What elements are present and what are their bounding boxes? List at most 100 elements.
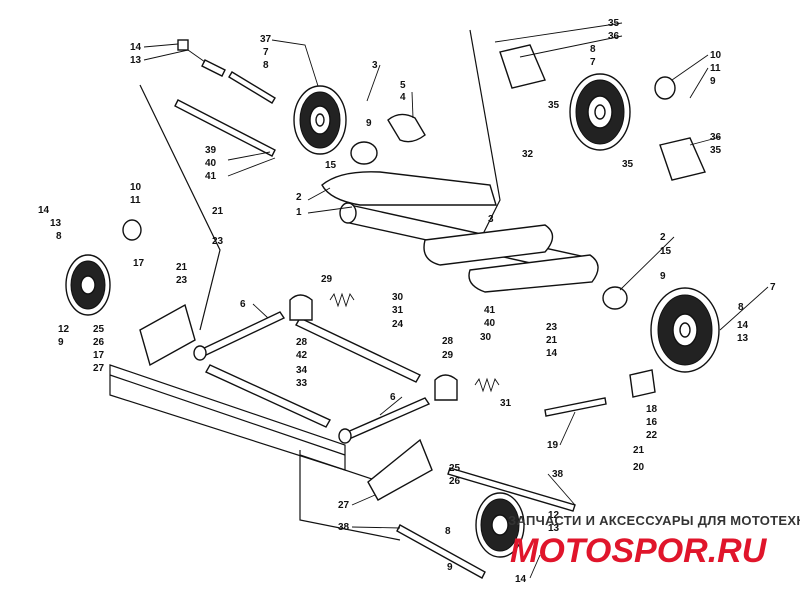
callout: 14 [515,574,527,585]
callout: 15 [660,246,672,257]
lower-wheel [475,492,525,558]
callout: 8 [263,60,269,71]
callout: 14 [546,348,558,359]
callout: 14 [737,320,749,331]
callout: 15 [325,160,337,171]
callout: 7 [770,282,776,293]
callout: 7 [263,47,269,58]
clamp-28-lower [434,374,458,401]
callout: 8 [590,44,596,55]
clamp-28-upper [289,294,313,321]
callout: 8 [56,231,62,242]
bearing-10-left [122,219,142,241]
callout: 3 [488,214,494,225]
callout: 21 [546,335,558,346]
callout: 14 [130,42,142,53]
callout: 28 [296,337,308,348]
callout: 35 [608,18,620,29]
rod-34-33 [205,364,331,428]
callout: 41 [484,305,496,316]
callout: 26 [93,337,105,348]
callout: 23 [176,275,188,286]
bracket-5 [387,113,426,143]
callout: 1 [296,207,302,218]
callout: 39 [205,145,217,156]
spring-29-lower [474,377,500,393]
callout: 20 [633,462,645,473]
callout: 6 [390,392,396,403]
right-mid-wheel [650,287,720,373]
callout: 23 [212,236,224,247]
callout: 14 [38,205,50,216]
callout: 8 [445,526,451,537]
upper-right-wheel [569,73,631,151]
callout: 26 [449,476,461,487]
callout-labels: 14 13 37 7 8 3 5 4 9 15 39 40 41 2 1 10 … [38,18,776,585]
callout: 11 [710,63,721,74]
callout: 9 [710,76,716,87]
arm-plate-2-right [423,224,599,293]
callout: 36 [710,132,722,143]
spacer-15 [350,141,378,165]
sleeve-36-bottom [659,137,706,181]
callout: 21 [633,445,645,456]
rod-24 [295,317,421,383]
callout: 22 [646,430,658,441]
callout: 3 [372,60,378,71]
callout: 17 [133,258,145,269]
bearing-10 [654,76,676,100]
callout: 30 [480,332,492,343]
block-18 [629,369,656,398]
callout: 16 [646,417,658,428]
upper-left-wheel [293,85,347,155]
callout: 13 [548,523,560,534]
sleeve-36-top [499,44,546,89]
rail-frame [109,29,501,541]
bracket-27-left [139,303,196,367]
left-lower-wheel [65,254,111,316]
callout: 21 [212,206,224,217]
leader-lines [143,22,769,579]
watermark: ЗАПЧАСТИ И АКСЕССУАРЫ ДЛЯ МОТОТЕХНИКИ MO… [508,513,800,570]
callout: 38 [338,522,350,533]
callout: 35 [710,145,722,156]
upper-bushing-14 [177,39,226,77]
callout: 27 [338,500,350,511]
watermark-tagline: ЗАПЧАСТИ И АКСЕССУАРЫ ДЛЯ МОТОТЕХНИКИ [508,513,800,528]
callout: 2 [296,192,302,203]
callout: 41 [205,171,217,182]
callout: 19 [547,440,559,451]
callout: 13 [130,55,142,66]
callout: 25 [93,324,105,335]
callout: 27 [93,363,105,374]
callout: 9 [58,337,64,348]
callout: 33 [296,378,308,389]
callout: 28 [442,336,454,347]
callout: 29 [442,350,454,361]
callout: 9 [366,118,372,129]
callout: 23 [546,322,558,333]
callout: 12 [58,324,70,335]
callout: 13 [50,218,62,229]
callout: 30 [392,292,404,303]
callout: 12 [548,510,560,521]
callout: 24 [392,319,404,330]
long-bolt-38-lower [396,524,486,579]
callout: 10 [130,182,142,193]
callout: 6 [240,299,246,310]
callout: 8 [738,302,744,313]
callout: 25 [449,463,461,474]
callout: 29 [321,274,333,285]
tension-bolt-19 [544,397,607,417]
callout: 9 [660,271,666,282]
spacer-15-right [602,286,628,310]
callout: 18 [646,404,658,415]
callout: 5 [400,80,406,91]
callout: 7 [590,57,596,68]
spring-29-upper [329,292,355,308]
arm-plate-2-left [321,171,497,206]
callout: 10 [710,50,722,61]
callout: 4 [400,92,406,103]
callout: 37 [260,34,272,45]
